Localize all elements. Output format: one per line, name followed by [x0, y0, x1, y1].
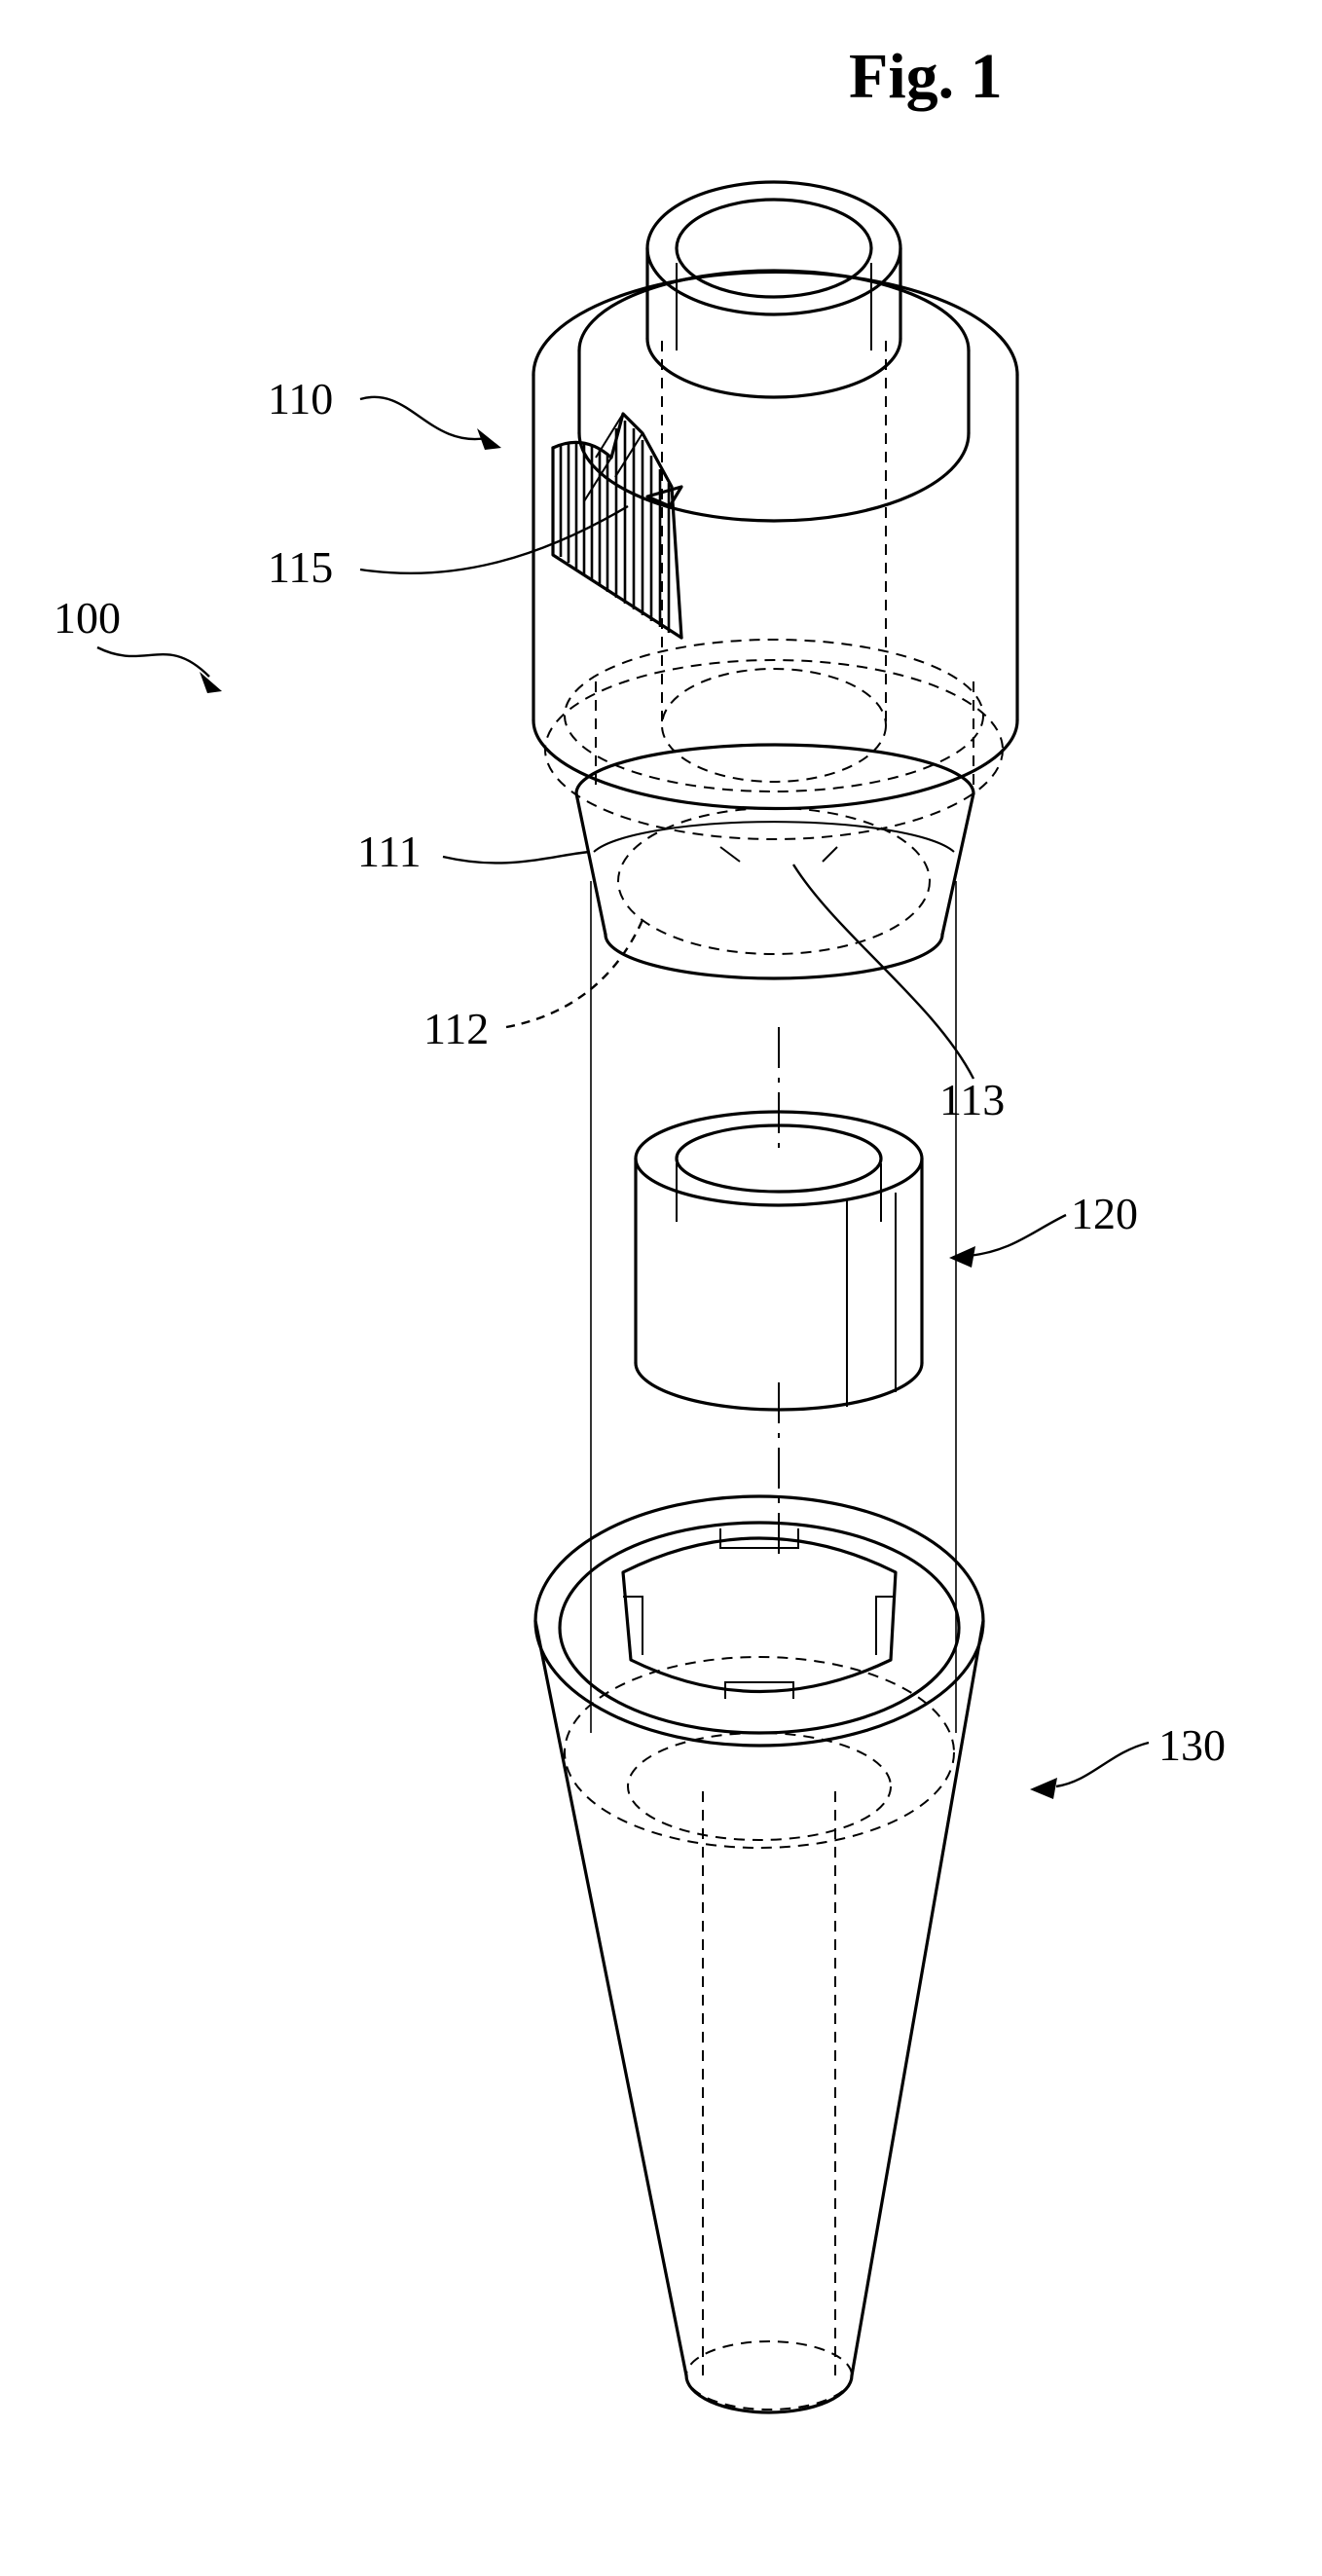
shoulder-walls: [579, 350, 969, 433]
label-110: 110: [268, 374, 333, 423]
arrow-130: [1030, 1778, 1057, 1799]
outlet-pipe-base: [647, 339, 900, 397]
arrow-120: [949, 1246, 975, 1268]
leader-111: [443, 852, 589, 863]
cone-tip-bottom: [686, 2375, 852, 2412]
outlet-pipe-bore: [677, 200, 871, 297]
assembly-lines: [591, 881, 956, 1733]
label-112: 112: [423, 1004, 489, 1053]
arrow-100: [200, 672, 222, 693]
ring-walls: [636, 1159, 922, 1363]
label-115: 115: [268, 542, 333, 592]
body-inner-hidden-walls: [596, 681, 973, 789]
leader-115: [360, 506, 628, 573]
cone-top-outer-rim: [535, 1496, 983, 1746]
outlet-pipe-walls: [647, 248, 900, 339]
label-113: 113: [939, 1075, 1005, 1124]
annotations: 110 115 100 111 112 113 120 130: [54, 374, 1226, 1799]
ring-shading: [847, 1193, 896, 1407]
body-top-arc: [533, 272, 1017, 375]
upper-body-110: [533, 182, 1017, 978]
body-inner-hidden-2: [545, 660, 1003, 839]
leader-112: [506, 920, 643, 1027]
shoulder-base-arc: [579, 433, 969, 521]
cone-111-band: [594, 822, 954, 852]
leader-113: [793, 865, 973, 1079]
body-bottom-arc: [533, 720, 1017, 809]
cone-111-walls: [576, 793, 973, 935]
cone-inner-hidden-2: [628, 1733, 891, 1840]
label-130: 130: [1158, 1720, 1226, 1770]
ring-top-inner: [677, 1125, 881, 1192]
cone-core-hidden: [703, 1791, 835, 2375]
cone-top-inner-rim: [560, 1523, 959, 1733]
label-111: 111: [357, 827, 422, 876]
label-100: 100: [54, 593, 121, 643]
vortex-finder-bottom-hidden: [662, 669, 886, 782]
cone-111-top: [576, 745, 973, 793]
cone-tip-hidden: [686, 2341, 852, 2410]
cone-inner-hidden-1: [565, 1657, 954, 1848]
shoulder-top-arc: [579, 271, 969, 350]
leader-110: [360, 397, 487, 439]
body-inner-hidden-1: [565, 640, 983, 791]
leader-130: [1056, 1743, 1149, 1786]
bottom-cone-130: [535, 1496, 983, 2412]
outlet-pipe-top-rim: [647, 182, 900, 314]
cone-111-bottom: [606, 935, 942, 978]
figure-title: Fig. 1: [849, 41, 1003, 112]
inner-space-112-hidden: [618, 808, 930, 954]
rim-113-ticks: [720, 847, 837, 862]
label-120: 120: [1071, 1189, 1138, 1238]
insert-ring-120: [636, 1112, 922, 1410]
leader-120: [969, 1215, 1066, 1256]
leader-100: [97, 647, 209, 677]
